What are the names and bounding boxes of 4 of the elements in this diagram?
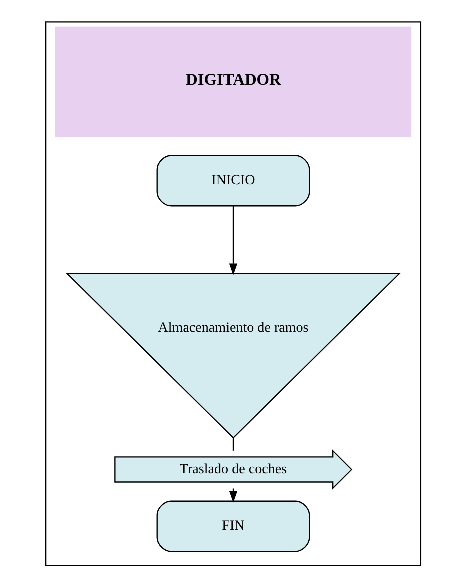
node-box: INICIO (156, 155, 310, 207)
arrow (229, 206, 238, 276)
connector (232, 438, 234, 451)
node-box: FIN (156, 500, 310, 552)
